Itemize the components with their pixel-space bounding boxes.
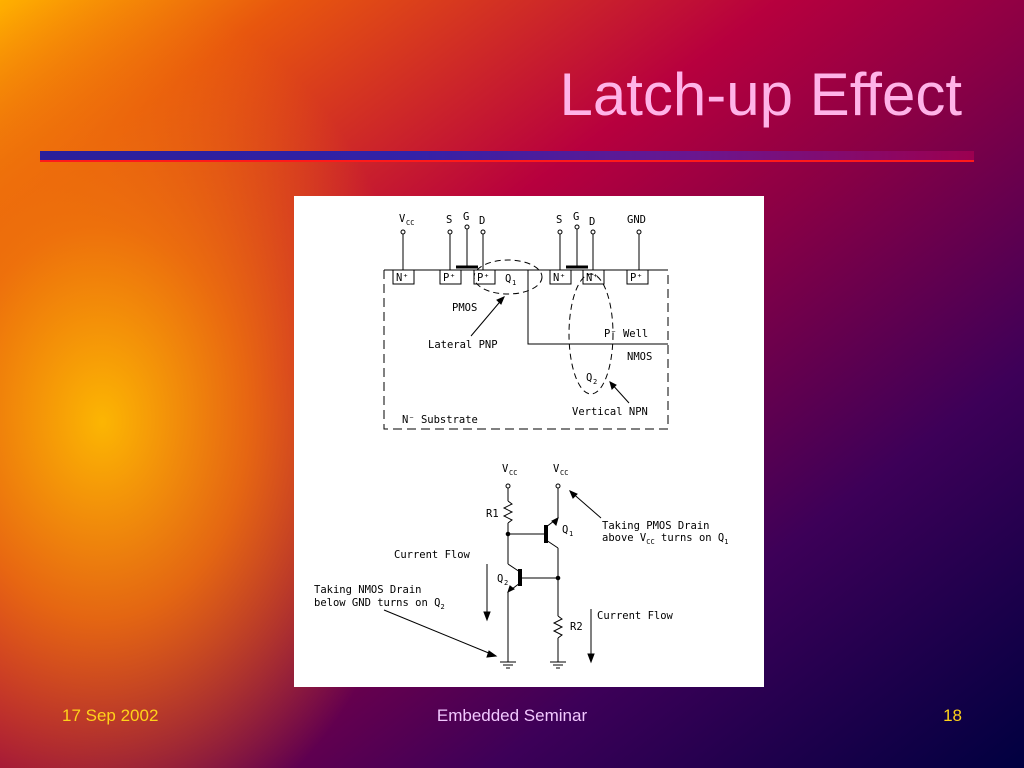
gnd-terminal	[636, 229, 642, 235]
nmos-gate-label: G	[573, 211, 579, 223]
q2-vertical-npn-ellipse	[568, 273, 614, 395]
r1-label: R1	[486, 508, 499, 520]
nmos-drain-arrow	[383, 609, 497, 657]
vertical-npn-arrowhead	[609, 381, 617, 390]
q1-lateral-pnp-ellipse	[473, 259, 543, 295]
nmos-source-terminal	[557, 229, 563, 235]
vertical-npn-label: Vertical NPN	[572, 406, 648, 418]
q2-emitter-arrow	[507, 585, 515, 593]
q1-circuit-label: Q	[562, 524, 568, 536]
vcc-left-subscript: CC	[509, 469, 517, 477]
taking-pmos-line1: Taking PMOS Drain	[602, 520, 709, 532]
pmos-gate-terminal	[464, 224, 470, 230]
pmos-gate-label: G	[463, 211, 469, 223]
nmos-drain-label: D	[589, 216, 595, 228]
r2-resistor	[552, 615, 564, 639]
q2-circuit-label: Q	[497, 573, 503, 585]
taking-nmos-line2: below GND turns on Q2	[314, 597, 445, 611]
q2-collector	[507, 563, 521, 573]
footer-page-number: 18	[943, 706, 962, 725]
vcc-left-terminal	[505, 483, 511, 489]
p-plus-1-label: P⁺	[443, 272, 456, 284]
q2-cross-section-subscript: 2	[593, 378, 597, 386]
lateral-pnp-arrowhead	[496, 296, 505, 305]
title-underline	[40, 151, 974, 163]
latch-up-figure: V CC S G D S G D GND N⁺ P⁺ P⁺ N⁺ N⁺ P⁺ Q…	[294, 196, 764, 687]
vcc-label: V	[399, 213, 406, 225]
vcc-right-label: V	[553, 463, 560, 475]
nmos-label: NMOS	[627, 351, 652, 363]
vcc-right-terminal	[555, 483, 561, 489]
n-plus-2-label: N⁺	[553, 272, 566, 284]
substrate-label: N⁻ Substrate	[402, 414, 478, 426]
pmos-drain-arrowhead	[569, 490, 578, 499]
cross-section	[383, 224, 669, 430]
pmos-source-label: S	[446, 214, 452, 226]
q1-circuit-subscript: 1	[569, 530, 573, 538]
pmos-source-terminal	[447, 229, 453, 235]
current-flow-left-arrowhead	[483, 611, 491, 622]
slide-title: Latch-up Effect	[559, 61, 962, 128]
q2-cross-section-label: Q	[586, 372, 592, 384]
p-well-label: P⁻ Well	[604, 328, 648, 340]
footer-date: 17 Sep 2002	[62, 706, 159, 725]
n-plus-1-label: N⁺	[396, 272, 409, 284]
p-well-outline	[527, 270, 668, 345]
nmos-gate-terminal	[574, 224, 580, 230]
nmos-source-label: S	[556, 214, 562, 226]
current-flow-left-label: Current Flow	[394, 549, 471, 561]
vcc-left-label: V	[502, 463, 509, 475]
r1-resistor	[502, 500, 514, 524]
n-plus-3-label: N⁺	[586, 272, 599, 284]
q1-collector	[545, 539, 559, 549]
title-underline-red	[40, 160, 974, 162]
node-q1-q2-base	[555, 575, 561, 581]
pmos-label: PMOS	[452, 302, 477, 314]
nmos-drain-terminal	[590, 229, 596, 235]
current-flow-right-label: Current Flow	[597, 610, 674, 622]
q2-circuit-subscript: 2	[504, 579, 508, 587]
p-plus-3-label: P⁺	[630, 272, 643, 284]
q1-cross-section-label: Q	[505, 273, 511, 285]
p-plus-2-label: P⁺	[477, 272, 490, 284]
current-flow-right-arrowhead	[587, 653, 595, 664]
gnd-label: GND	[627, 214, 646, 226]
q1-cross-section-subscript: 1	[512, 279, 516, 287]
vcc-right-subscript: CC	[560, 469, 568, 477]
r2-label: R2	[570, 621, 583, 633]
pmos-drain-label: D	[479, 215, 485, 227]
vcc-terminal	[400, 229, 406, 235]
lateral-pnp-label: Lateral PNP	[428, 339, 498, 351]
title-underline-blue	[40, 151, 974, 160]
vcc-subscript: CC	[406, 219, 414, 227]
substrate-outline	[383, 270, 669, 430]
equivalent-circuit	[383, 483, 602, 669]
region-p-plus-3	[626, 269, 649, 285]
latch-up-diagram-svg: V CC S G D S G D GND N⁺ P⁺ P⁺ N⁺ N⁺ P⁺ Q…	[314, 211, 728, 669]
taking-nmos-line1: Taking NMOS Drain	[314, 584, 421, 596]
q1-emitter-arrow	[551, 517, 559, 526]
taking-pmos-line2: above VCC turns on Q1	[602, 532, 728, 546]
nmos-drain-arrowhead	[486, 650, 498, 658]
pmos-drain-terminal	[480, 229, 486, 235]
footer-presentation-name: Embedded Seminar	[436, 706, 588, 725]
lateral-pnp-arrow	[470, 296, 505, 337]
